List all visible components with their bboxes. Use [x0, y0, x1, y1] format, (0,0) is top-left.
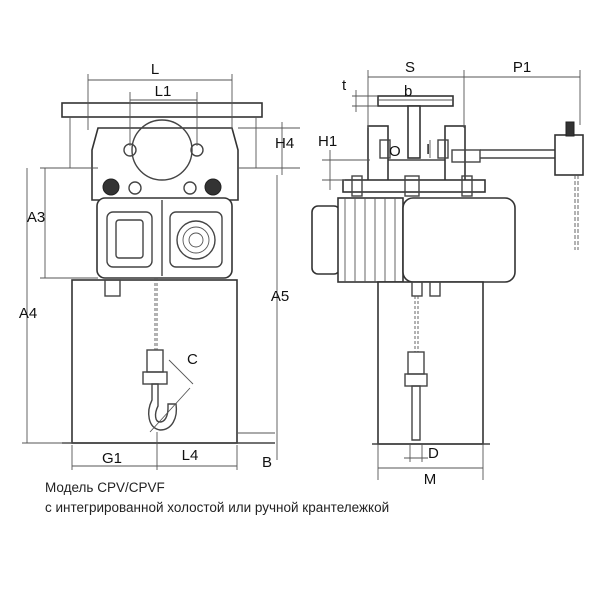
- side-hook: [411, 385, 421, 441]
- side-view: [311, 95, 584, 445]
- label-A4: A4: [19, 305, 37, 322]
- front-hoist-housing: [96, 197, 233, 279]
- label-I: I: [426, 141, 430, 158]
- front-hook: [148, 383, 178, 431]
- side-axle: [342, 179, 486, 193]
- front-trolley-wheel: [131, 119, 193, 181]
- dimension-labels: L L1 H4 A3 A4 A5 C G1 L4 B S P1 t b H1 O…: [19, 59, 531, 488]
- side-dimensions: [322, 70, 581, 480]
- side-motor: [337, 197, 404, 283]
- side-motor-endcap: [311, 205, 341, 275]
- side-chain-box: [377, 281, 484, 445]
- side-ibeam-flange: [377, 95, 454, 107]
- label-H4: H4: [275, 135, 294, 152]
- label-A5: A5: [271, 288, 289, 305]
- side-ibeam-web: [407, 105, 421, 159]
- label-L4: L4: [182, 447, 199, 464]
- label-C: C: [187, 351, 198, 368]
- label-B: B: [262, 454, 272, 471]
- hand-chain-wheel: [554, 134, 584, 176]
- caption-model: Модель CPV/CPVF: [45, 480, 165, 495]
- label-L1: L1: [155, 83, 172, 100]
- label-M: M: [424, 471, 437, 488]
- label-S: S: [405, 59, 415, 76]
- front-dimensions: [22, 74, 300, 470]
- label-t: t: [342, 77, 347, 94]
- side-gearbox: [402, 197, 516, 283]
- label-P1: P1: [513, 59, 531, 76]
- label-G1: G1: [102, 450, 122, 467]
- label-L: L: [151, 61, 159, 78]
- front-beam: [61, 102, 263, 118]
- label-O: O: [389, 143, 401, 160]
- front-motor-fan: [176, 220, 216, 260]
- label-H1: H1: [318, 133, 337, 150]
- side-plate-left: [367, 125, 389, 182]
- label-A3: A3: [27, 209, 45, 226]
- caption-description: с интегрированной холостой или ручной кр…: [45, 500, 390, 515]
- label-D: D: [428, 445, 439, 462]
- front-chain-box: [71, 279, 238, 444]
- front-view: [61, 102, 275, 444]
- label-b: b: [404, 83, 412, 100]
